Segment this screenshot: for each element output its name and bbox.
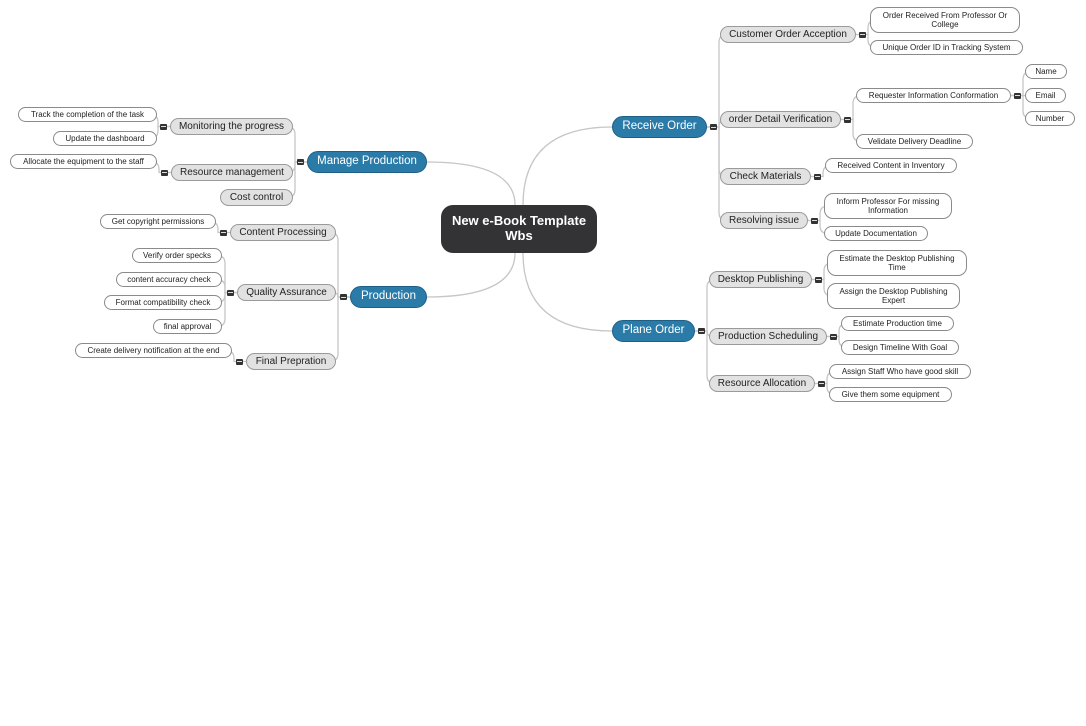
collapse-toggle-icon[interactable] xyxy=(297,159,304,165)
subtopic[interactable]: Quality Assurance xyxy=(237,284,336,301)
leaf-topic[interactable]: Update Documentation xyxy=(824,226,928,241)
main-topic-production[interactable]: Production xyxy=(350,286,427,308)
collapse-toggle-icon[interactable] xyxy=(161,169,168,176)
connector-line xyxy=(695,278,716,332)
leaf-topic[interactable]: Allocate the equipment to the staff xyxy=(10,154,157,169)
connector-line xyxy=(426,161,516,206)
leaf-topic[interactable]: Unique Order ID in Tracking System xyxy=(870,40,1023,55)
collapse-toggle-icon[interactable] xyxy=(811,217,818,224)
collapse-toggle-icon[interactable] xyxy=(227,289,234,296)
subtopic[interactable]: Monitoring the progress xyxy=(170,118,293,135)
leaf-topic[interactable]: Estimate Production time xyxy=(841,316,954,331)
collapse-toggle-icon[interactable] xyxy=(859,31,866,38)
collapse-toggle-icon[interactable] xyxy=(710,124,717,130)
leaf-topic[interactable]: Track the completion of the task xyxy=(18,107,157,122)
main-topic-plane-order[interactable]: Plane Order xyxy=(612,320,695,342)
leaf-topic[interactable]: Inform Professor For missing Information xyxy=(824,193,952,219)
connector-line xyxy=(522,252,613,332)
collapse-toggle-icon[interactable] xyxy=(220,229,227,236)
subtopic[interactable]: Production Scheduling xyxy=(709,328,827,345)
collapse-toggle-icon[interactable] xyxy=(830,333,837,340)
main-topic-receive-order[interactable]: Receive Order xyxy=(612,116,707,138)
subtopic[interactable]: Resolving issue xyxy=(720,212,808,229)
leaf-topic[interactable]: Estimate the Desktop Publishing Time xyxy=(827,250,967,276)
subtopic[interactable]: Check Materials xyxy=(720,168,811,185)
collapse-toggle-icon[interactable] xyxy=(1014,92,1021,99)
collapse-toggle-icon[interactable] xyxy=(698,328,705,334)
collapse-toggle-icon[interactable] xyxy=(818,380,825,387)
central-topic[interactable]: New e-Book Template Wbs xyxy=(441,205,597,253)
leaf-topic[interactable]: Order Received From Professor Or College xyxy=(870,7,1020,33)
subtopic[interactable]: Cost control xyxy=(220,189,293,206)
subtopic[interactable]: Final Prepration xyxy=(246,353,336,370)
leaf-topic[interactable]: content accuracy check xyxy=(116,272,222,287)
leaf-topic[interactable]: Name xyxy=(1025,64,1067,79)
leaf-topic[interactable]: Give them some equipment xyxy=(829,387,952,402)
leaf-topic[interactable]: Assign Staff Who have good skill xyxy=(829,364,971,379)
connector-line xyxy=(426,252,516,298)
subtopic[interactable]: Desktop Publishing xyxy=(709,271,812,288)
main-topic-manage-production[interactable]: Manage Production xyxy=(307,151,427,173)
leaf-topic[interactable]: Verify order specks xyxy=(132,248,222,263)
collapse-toggle-icon[interactable] xyxy=(236,358,243,365)
subtopic[interactable]: Content Processing xyxy=(230,224,336,241)
collapse-toggle-icon[interactable] xyxy=(814,173,821,180)
leaf-topic[interactable]: Create delivery notification at the end xyxy=(75,343,232,358)
subtopic[interactable]: Resource management xyxy=(171,164,293,181)
leaf-topic[interactable]: Assign the Desktop Publishing Expert xyxy=(827,283,960,309)
subtopic[interactable]: Resource Allocation xyxy=(709,375,815,392)
collapse-toggle-icon[interactable] xyxy=(844,116,851,123)
collapse-toggle-icon[interactable] xyxy=(160,123,167,130)
leaf-topic[interactable]: Number xyxy=(1025,111,1075,126)
leaf-topic[interactable]: Requester Information Conformation xyxy=(856,88,1011,103)
leaf-topic[interactable]: Velidate Delivery Deadline xyxy=(856,134,973,149)
collapse-toggle-icon[interactable] xyxy=(340,294,347,300)
leaf-topic[interactable]: Update the dashboard xyxy=(53,131,157,146)
subtopic[interactable]: order Detail Verification xyxy=(720,111,841,128)
leaf-topic[interactable]: Format compatibility check xyxy=(104,295,222,310)
leaf-topic[interactable]: Email xyxy=(1025,88,1066,103)
leaf-topic[interactable]: final approval xyxy=(153,319,222,334)
leaf-topic[interactable]: Get copyright permissions xyxy=(100,214,216,229)
leaf-topic[interactable]: Design Timeline With Goal xyxy=(841,340,959,355)
connector-line xyxy=(522,126,613,206)
subtopic[interactable]: Customer Order Acception xyxy=(720,26,856,43)
leaf-topic[interactable]: Received Content in Inventory xyxy=(825,158,957,173)
connector-line xyxy=(329,296,350,363)
collapse-toggle-icon[interactable] xyxy=(815,276,822,283)
